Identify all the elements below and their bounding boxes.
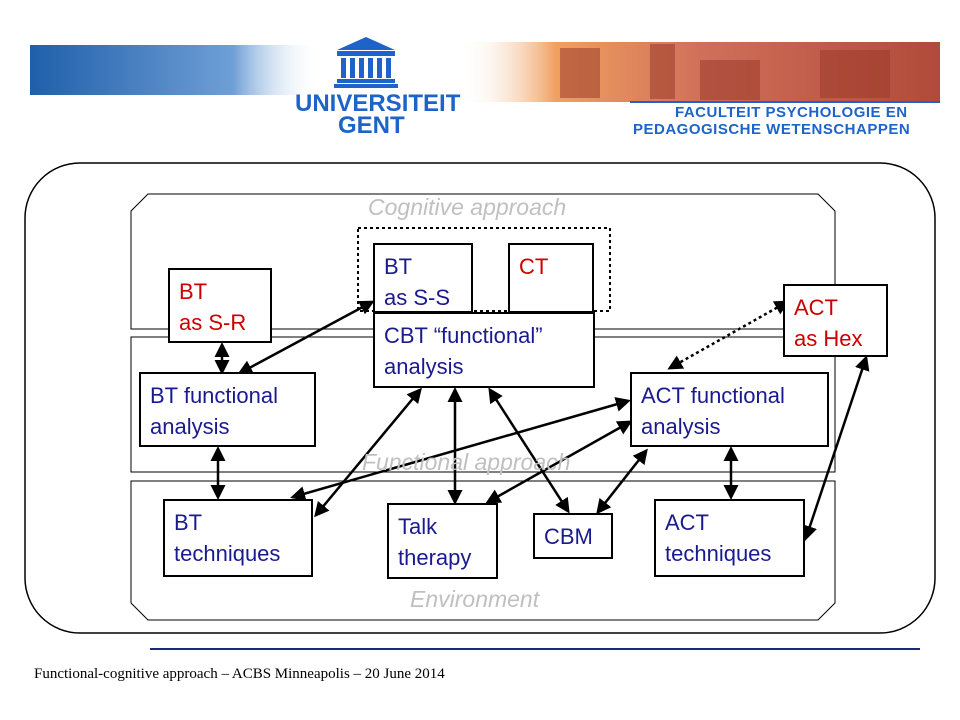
box-ct: CT	[508, 243, 594, 313]
university-building-icon	[334, 37, 398, 88]
box-cbm: CBM	[533, 513, 613, 559]
box-talk-therapy: Talk therapy	[387, 503, 498, 579]
box-cbt-functional-analysis: CBT “functional” analysis	[373, 312, 595, 388]
faculty-line1: FACULTEIT PSYCHOLOGIE EN	[675, 104, 908, 121]
blue-banner-strip	[30, 45, 320, 95]
arrow-actfunctional-acthex-dotted	[667, 300, 790, 370]
banner-graphic	[30, 37, 940, 103]
photo-banner-texture	[560, 44, 890, 100]
arrow-cbm-actfunctional	[596, 448, 648, 515]
zone-label-cognitive: Cognitive approach	[368, 194, 567, 220]
zone-label-functional: Functional approach	[362, 449, 571, 475]
box-bt-as-sr: BT as S-R	[168, 268, 272, 343]
arrow-talktherapy-actfunctional	[485, 420, 633, 504]
outer-frame	[24, 162, 936, 634]
arrow-btfunctional-btss	[237, 300, 375, 375]
box-act-techniques: ACT techniques	[654, 499, 805, 577]
arrow-bttechniques-actfunctional	[290, 397, 631, 501]
box-bt-functional-analysis: BT functional analysis	[139, 372, 316, 447]
footer-rule	[150, 648, 920, 650]
arrow-acthex-acttechniques	[802, 355, 870, 541]
zone-label-environment: Environment	[410, 586, 540, 612]
footer-caption: Functional-cognitive approach – ACBS Min…	[34, 666, 445, 682]
cognitive-group-outline	[357, 227, 611, 312]
logo-line2: GENT	[338, 112, 405, 139]
header-banner: UNIVERSITEIT GENT FACULTEIT PSYCHOLOGIE …	[0, 0, 960, 150]
box-act-as-hex: ACT as Hex	[783, 284, 888, 357]
box-act-functional-analysis: ACT functional analysis	[630, 372, 829, 447]
logo-line1: UNIVERSITEIT	[295, 90, 461, 117]
box-bt-techniques: BT techniques	[163, 499, 313, 577]
faculty-line2: PEDAGOGISCHE WETENSCHAPPEN	[633, 121, 911, 138]
box-bt-as-ss: BT as S-S	[373, 243, 473, 313]
